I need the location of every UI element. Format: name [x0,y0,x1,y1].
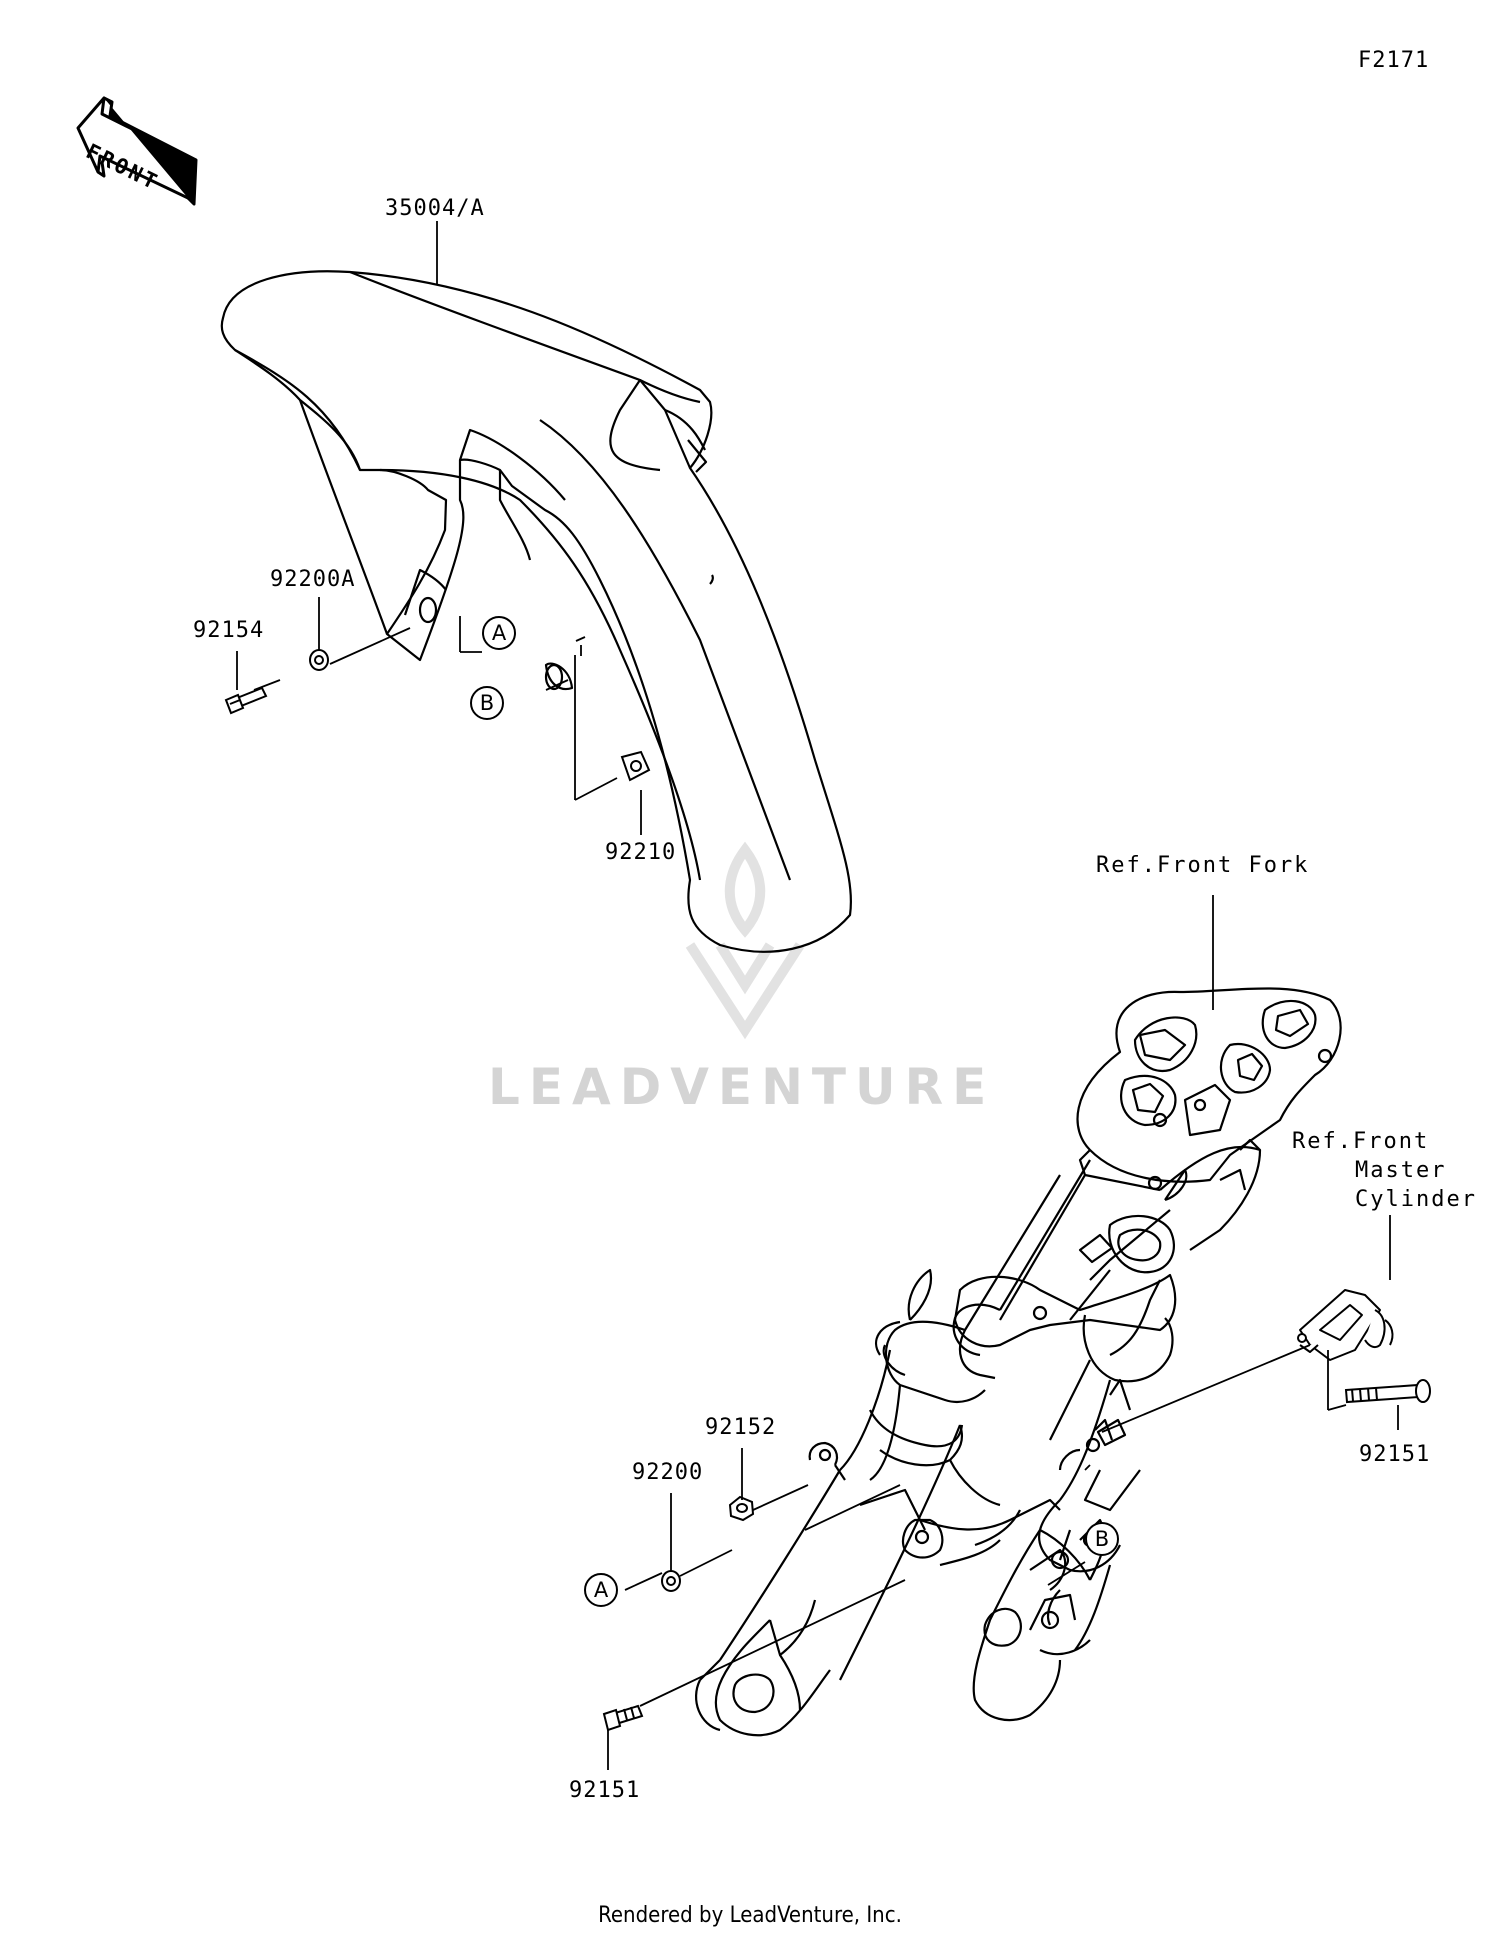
part-label-92151-bottom[interactable]: 92151 [569,1778,641,1803]
part-label-92200a[interactable]: 92200A [270,567,356,592]
watermark-text: LEADVENTURE [488,1058,996,1116]
clip-nut-92210-icon [620,750,651,782]
front-fork [695,987,1342,1737]
front-arrow-icon [76,96,198,206]
callout-a-upper: A [482,616,516,650]
part-label-92210[interactable]: 92210 [605,840,677,865]
ref-label-front-fork[interactable]: Ref.Front Fork [1096,853,1310,878]
ref-master-cylinder-line1: Ref.Front [1292,1129,1430,1154]
washer-92200-icon [661,1570,681,1592]
collar-92152-icon [728,1495,755,1522]
part-label-92200[interactable]: 92200 [632,1460,704,1485]
part-label-92152[interactable]: 92152 [705,1415,777,1440]
front-fender [220,270,853,953]
screw-92151-right-icon [1344,1379,1431,1404]
screw-92151-bottom-icon [602,1704,644,1732]
callout-b-lower: B [1085,1522,1119,1556]
footer-credit: Rendered by LeadVenture, Inc. [598,1903,902,1928]
master-cylinder-clip [1297,1289,1394,1361]
leader-lines-lower [607,895,1399,1770]
ref-master-cylinder-line2: Master [1355,1158,1447,1183]
part-label-92154[interactable]: 92154 [193,618,265,643]
ref-label-master-cylinder[interactable]: Ref.Front Master Cylinder [1292,1127,1477,1214]
part-label-92151-right[interactable]: 92151 [1359,1442,1431,1467]
part-label-35004a[interactable]: 35004/A [385,196,485,221]
callout-a-lower: A [584,1573,618,1607]
ref-master-cylinder-line3: Cylinder [1355,1187,1477,1212]
callout-b-upper: B [470,686,504,720]
bolt-92154-icon [224,686,268,715]
watermark-logo [685,841,805,1040]
figure-id: F2171 [1358,48,1430,73]
leader-lines-upper [236,221,642,835]
washer-92200a-icon [309,649,329,671]
